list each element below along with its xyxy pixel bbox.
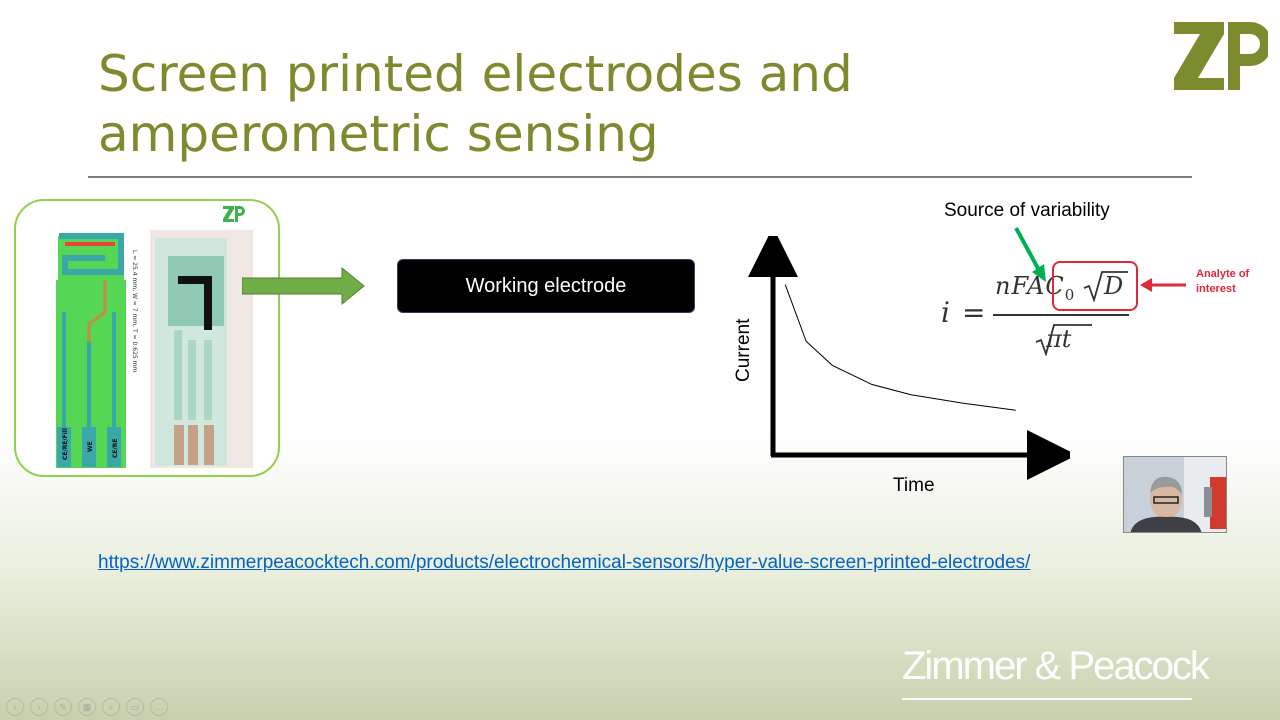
slide-title: Screen printed electrodes and amperometr…: [98, 44, 1158, 164]
source-variability-label: Source of variability: [944, 200, 1110, 222]
zp-logo-icon: [1172, 20, 1268, 92]
pad-label-we: WE: [87, 441, 94, 452]
nav-back-icon[interactable]: ‹: [6, 698, 24, 716]
presenter-webcam: [1123, 456, 1227, 533]
formula-denominator: πt: [1046, 325, 1071, 353]
pen-icon[interactable]: ✎: [54, 698, 72, 716]
title-divider: [88, 176, 1192, 178]
slide-controls: ‹ › ✎ ▦ ⌕ ▭ …: [6, 698, 168, 716]
pad-label-ce-re-fill: CE/RE/Fill: [62, 428, 69, 460]
right-arrow-icon: [242, 266, 366, 306]
card-zp-logo-icon: [222, 205, 246, 223]
presenter-video-icon: [1124, 457, 1227, 533]
formula-fraction-bar: [993, 314, 1129, 316]
analyte-highlight-box: [1052, 261, 1138, 311]
more-icon[interactable]: …: [150, 698, 168, 716]
nav-forward-icon[interactable]: ›: [30, 698, 48, 716]
analyte-label: Analyte of interest: [1196, 267, 1266, 297]
formula-current: i: [941, 296, 950, 329]
working-electrode-box[interactable]: Working electrode: [397, 259, 695, 313]
formula-equals: =: [962, 296, 985, 329]
electrode-dimensions-label: L = 25.4 mm, W = 7 mm, T = 0.625 mm: [128, 250, 138, 410]
brand-wordmark: Zimmer & Peacock: [902, 644, 1208, 689]
y-axis-label: Current: [733, 318, 754, 382]
subtitle-icon[interactable]: ▭: [126, 698, 144, 716]
electrode-photo: [150, 230, 253, 468]
product-link[interactable]: https://www.zimmerpeacocktech.com/produc…: [98, 548, 1118, 577]
electrode-layout-diagram: CE/RE/Fill WE CE/RE: [55, 232, 137, 470]
brand-divider: [902, 698, 1192, 700]
pad-label-ce-re: CE/RE: [112, 439, 119, 458]
red-arrow-icon: [1140, 278, 1188, 292]
slides-icon[interactable]: ▦: [78, 698, 96, 716]
zoom-icon[interactable]: ⌕: [102, 698, 120, 716]
x-axis-label: Time: [893, 475, 935, 496]
